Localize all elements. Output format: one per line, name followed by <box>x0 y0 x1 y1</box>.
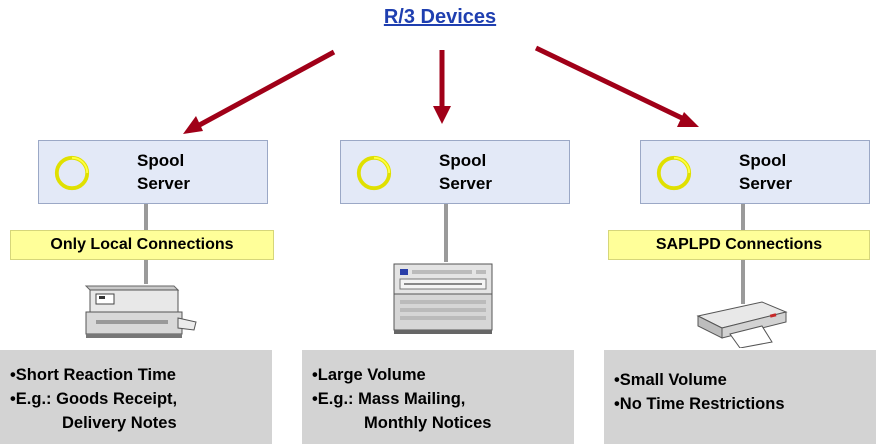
line-printer-icon[interactable] <box>392 262 496 336</box>
server-label: Spool Server <box>439 149 492 195</box>
arrow-left <box>183 49 336 134</box>
arrow-right <box>534 45 699 127</box>
note-line: •Large Volume <box>312 366 426 384</box>
server-label: Spool Server <box>739 149 792 195</box>
title-text[interactable]: R/3 Devices <box>383 6 497 28</box>
note-middle: •Large Volume •E.g.: Mass Mailing, Month… <box>302 350 574 444</box>
server-label-line1: Spool <box>137 151 185 170</box>
note-line: •Short Reaction Time <box>10 366 176 384</box>
circular-arrows-icon <box>656 155 692 191</box>
server-label: Spool Server <box>137 149 190 195</box>
connection-label-right: SAPLPD Connections <box>608 230 870 260</box>
note-line: •Small Volume <box>614 371 727 389</box>
server-label-line2: Server <box>739 174 792 193</box>
note-line: •No Time Restrictions <box>614 395 785 413</box>
diagram-title: R/3 Devices <box>0 6 880 29</box>
desktop-printer-icon[interactable] <box>692 298 790 348</box>
note-left: •Short Reaction Time •E.g.: Goods Receip… <box>0 350 272 444</box>
note-right: •Small Volume •No Time Restrictions <box>604 350 876 444</box>
spool-server-right[interactable]: Spool Server <box>640 140 870 204</box>
connection-label-left: Only Local Connections <box>10 230 274 260</box>
spool-server-middle[interactable]: Spool Server <box>340 140 570 204</box>
server-label-line1: Spool <box>739 151 787 170</box>
note-line: •E.g.: Mass Mailing, <box>312 390 466 408</box>
spool-server-left[interactable]: Spool Server <box>38 140 268 204</box>
note-line: Delivery Notes <box>62 414 177 432</box>
laser-printer-icon[interactable] <box>82 282 204 340</box>
server-label-line2: Server <box>439 174 492 193</box>
note-line: Monthly Notices <box>364 414 492 432</box>
arrow-middle <box>433 50 451 124</box>
circular-arrows-icon <box>54 155 90 191</box>
note-line: •E.g.: Goods Receipt, <box>10 390 178 408</box>
server-label-line2: Server <box>137 174 190 193</box>
circular-arrows-icon <box>356 155 392 191</box>
server-label-line1: Spool <box>439 151 487 170</box>
connector-line-middle <box>444 204 448 262</box>
